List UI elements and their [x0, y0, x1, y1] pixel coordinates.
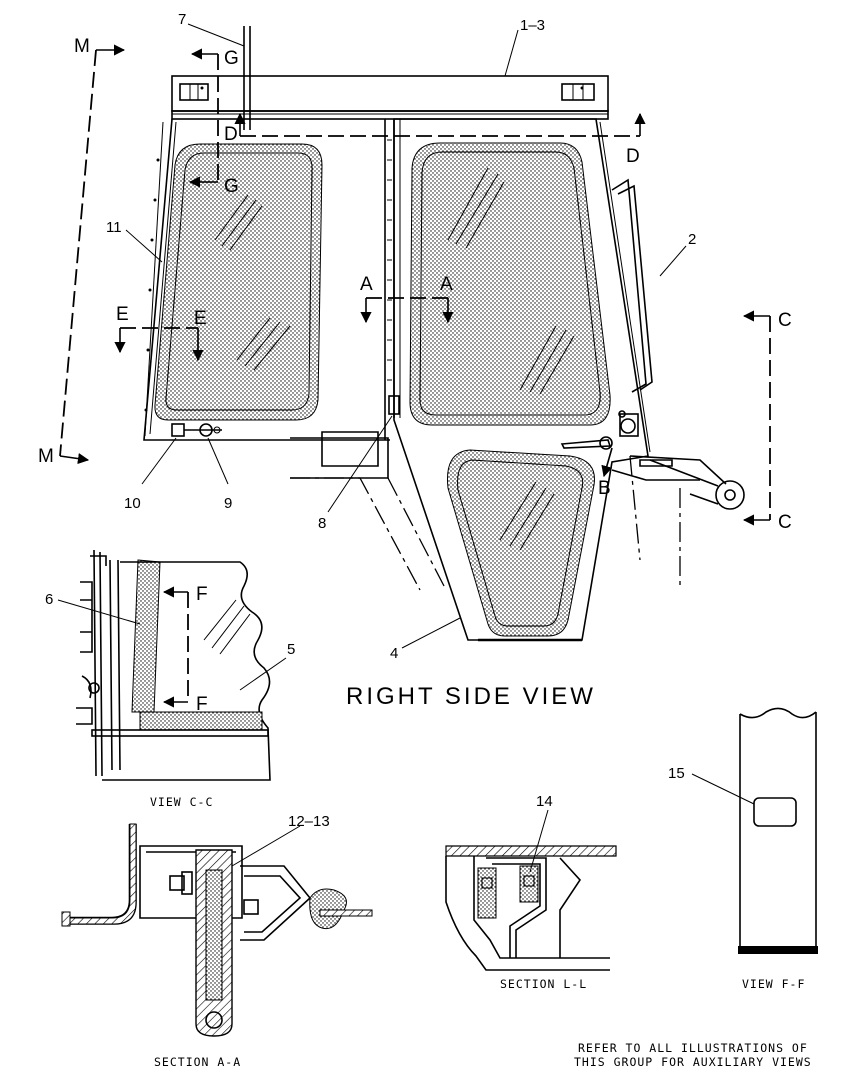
- callout-4: 4: [390, 645, 398, 662]
- caption-right-side-view: RIGHT SIDE VIEW: [346, 683, 596, 710]
- section-markers: M M G G D D A A E E C C B F F: [38, 36, 792, 715]
- latch-item-9: [199, 423, 213, 437]
- callout-12-13: 12–13: [288, 813, 330, 830]
- marker-b: B: [598, 478, 611, 499]
- callout-5: 5: [287, 641, 295, 658]
- callouts: 1–3 2 4 5 6 7 8 9 10 11 12–13 14 15: [45, 11, 696, 830]
- marker-a-right: A: [440, 274, 453, 295]
- marker-c-bottom: C: [778, 512, 792, 533]
- rod-item-7: [243, 26, 251, 130]
- grab-handle-item-2: [611, 178, 653, 393]
- callout-6: 6: [45, 591, 53, 608]
- section-lines: [59, 44, 771, 708]
- marker-f-top: F: [196, 584, 208, 605]
- marker-f-bottom: F: [196, 694, 208, 715]
- callout-2: 2: [688, 231, 696, 248]
- view-f-f: [738, 707, 818, 954]
- cab-center-post: [384, 119, 401, 440]
- marker-a-left: A: [360, 274, 373, 295]
- label-item-15: [753, 797, 797, 827]
- marker-e-left: E: [116, 304, 129, 325]
- callout-14: 14: [536, 793, 553, 810]
- marker-m-top: M: [74, 36, 90, 57]
- callout-1-3: 1–3: [520, 17, 545, 34]
- roof-latch-right: [561, 83, 595, 101]
- marker-g-top: G: [224, 48, 239, 69]
- caption-view-c-c: VIEW C-C: [150, 795, 213, 809]
- marker-m-bottom: M: [38, 446, 54, 467]
- callout-10: 10: [124, 495, 141, 512]
- view-c-c: [76, 549, 271, 781]
- caption-section-l-l: SECTION L-L: [500, 977, 587, 991]
- marker-d-right: D: [626, 146, 640, 167]
- section-l-l: [445, 845, 617, 971]
- marker-g-bottom: G: [224, 176, 239, 197]
- callout-7: 7: [178, 11, 186, 28]
- section-a-a: [61, 823, 373, 1037]
- callout-11: 11: [106, 219, 122, 236]
- cab-door: [393, 118, 651, 642]
- callout-8: 8: [318, 515, 326, 532]
- marker-d-left: D: [224, 124, 238, 145]
- right-side-view: [143, 26, 745, 642]
- leader-lines: [57, 23, 755, 873]
- marker-c-top: C: [778, 310, 792, 331]
- caption-section-a-a: SECTION A-A: [154, 1055, 241, 1069]
- cab-left-panel: [143, 118, 390, 441]
- cab-roof: [171, 75, 609, 120]
- marker-e-right: E: [194, 308, 207, 329]
- captions: RIGHT SIDE VIEW VIEW C-C SECTION A-A SEC…: [150, 683, 812, 1069]
- callout-15: 15: [668, 765, 685, 782]
- note-line-1: REFER TO ALL ILLUSTRATIONS OF: [578, 1041, 808, 1055]
- caption-view-f-f: VIEW F-F: [742, 977, 805, 991]
- roof-latch-left: [179, 83, 209, 101]
- callout-9: 9: [224, 495, 232, 512]
- latch-item-10: [171, 423, 185, 437]
- lower-structure: [290, 431, 745, 591]
- note-line-2: THIS GROUP FOR AUXILIARY VIEWS: [574, 1055, 812, 1069]
